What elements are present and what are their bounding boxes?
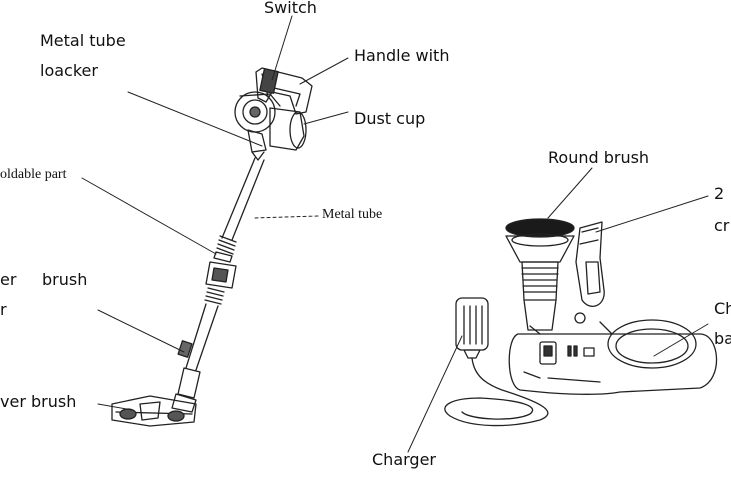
label-metal-tube-locker-2: loacker [40,61,98,80]
label-handle: Handle with [354,46,450,65]
label-brush-1a: er [0,270,17,289]
label-round-brush: Round brush [548,148,650,167]
vacuum-illustration [111,67,313,427]
label-switch: Switch [264,0,317,17]
leader-switch [271,15,293,81]
leader-brush [97,309,185,353]
leader-lines [81,15,709,453]
label-brush-2: r [0,300,7,319]
label-foldable-part: oldable part [0,167,67,182]
leader-round-brush [547,167,593,219]
leader-charger [407,335,463,453]
label-metal-tube-locker-1: Metal tube [40,31,126,50]
leader-metal-tube-locker [127,91,263,147]
leader-crevice [595,195,709,233]
label-metal-tube: Metal tube [322,207,383,222]
label-charging-base-2: ba [714,329,731,348]
label-crevice-1: 2 [714,184,725,203]
leader-power-brush [97,403,133,411]
label-brush-1b: brush [42,270,88,289]
label-crevice-2: cr [714,216,730,235]
label-charging-base-1: Ch [714,299,731,318]
leader-dust-cup [303,111,349,125]
leader-handle [299,57,349,85]
accessories-illustration [444,218,718,427]
leader-metal-tube [253,215,319,219]
leader-foldable-part [81,177,217,255]
label-power-brush: ver brush [0,392,77,411]
label-charger: Charger [372,450,436,469]
label-dust-cup: Dust cup [354,109,426,128]
leader-charging-base [653,323,709,357]
